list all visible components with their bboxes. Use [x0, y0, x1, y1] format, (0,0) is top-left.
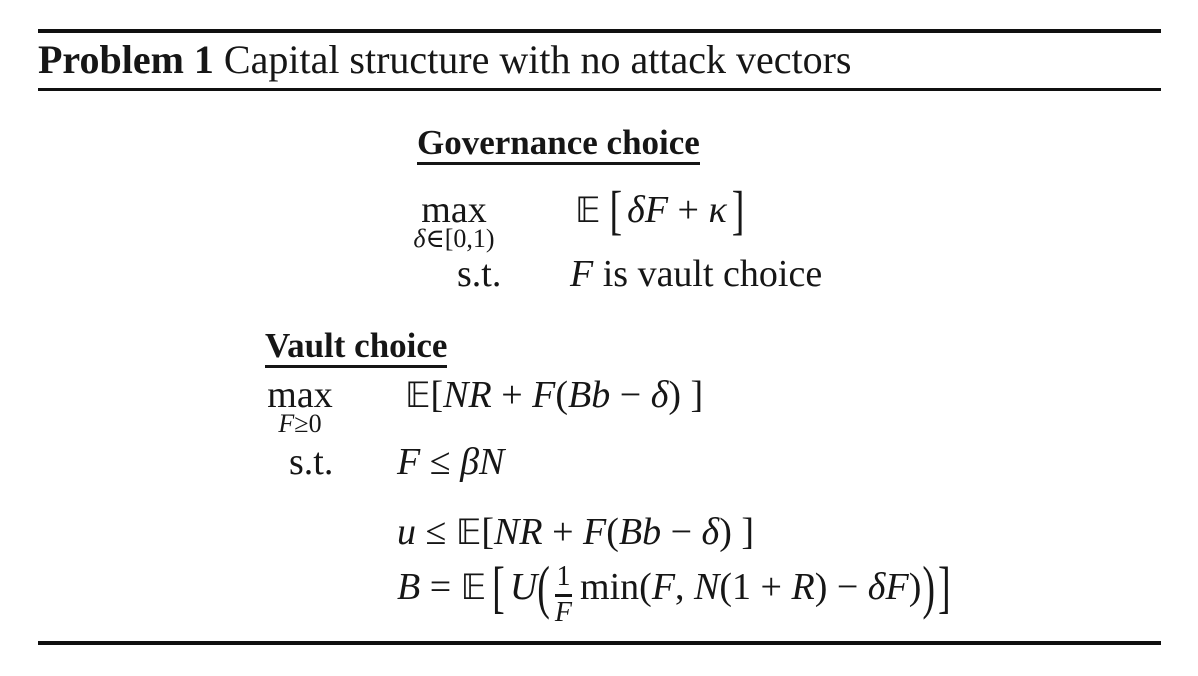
fraction-denominator: F: [554, 596, 573, 628]
problem-label: Problem 1: [38, 37, 214, 82]
bond-price-lhs: B = 𝔼: [397, 566, 487, 608]
vault-max-label: max: [267, 374, 333, 416]
big-right-bracket: ]: [731, 181, 745, 242]
vault-heading: Vault choice: [265, 328, 448, 368]
fraction-bar: [554, 594, 573, 597]
problem-title: Problem 1 Capital structure with no atta…: [38, 40, 851, 80]
title-divider-rule: [38, 88, 1161, 91]
bottom-rule: [38, 641, 1161, 645]
big-right-bracket: ]: [938, 557, 951, 620]
utility-function-symbol: U: [509, 566, 538, 608]
governance-heading: Governance choice: [417, 125, 700, 165]
governance-objective-expression: δF + κ: [627, 189, 727, 231]
governance-max-subscript: δ∈[0,1): [413, 224, 495, 253]
governance-st-label: s.t.: [457, 253, 502, 295]
governance-objective: 𝔼[δF + κ]: [575, 184, 744, 238]
top-rule: [38, 29, 1161, 33]
big-right-paren: ): [922, 556, 935, 622]
expectation-symbol: 𝔼: [575, 191, 601, 231]
vault-st-label: s.t.: [289, 441, 334, 483]
vault-max-subscript: F≥0: [278, 409, 322, 438]
bond-price-body: min(F, N(1 + R) − δF): [580, 566, 922, 608]
governance-max-operator: max δ∈[0,1): [411, 191, 497, 252]
big-left-bracket: [: [492, 557, 505, 620]
big-left-paren: (: [537, 556, 550, 622]
vault-max-operator: max F≥0: [262, 376, 338, 437]
governance-constraint: F is vault choice: [570, 253, 823, 295]
problem-title-text: Capital structure with no attack vectors: [213, 37, 852, 82]
governance-max-label: max: [421, 189, 487, 231]
vault-constraint-participation: u ≤ 𝔼[NR + F(Bb − δ) ]: [397, 511, 755, 553]
vault-constraint-collateral: F ≤ βN: [397, 441, 505, 483]
fraction-numerator: 1: [556, 561, 571, 592]
vault-objective: 𝔼[NR + F(Bb − δ) ]: [405, 374, 704, 416]
big-left-bracket: [: [609, 181, 623, 242]
